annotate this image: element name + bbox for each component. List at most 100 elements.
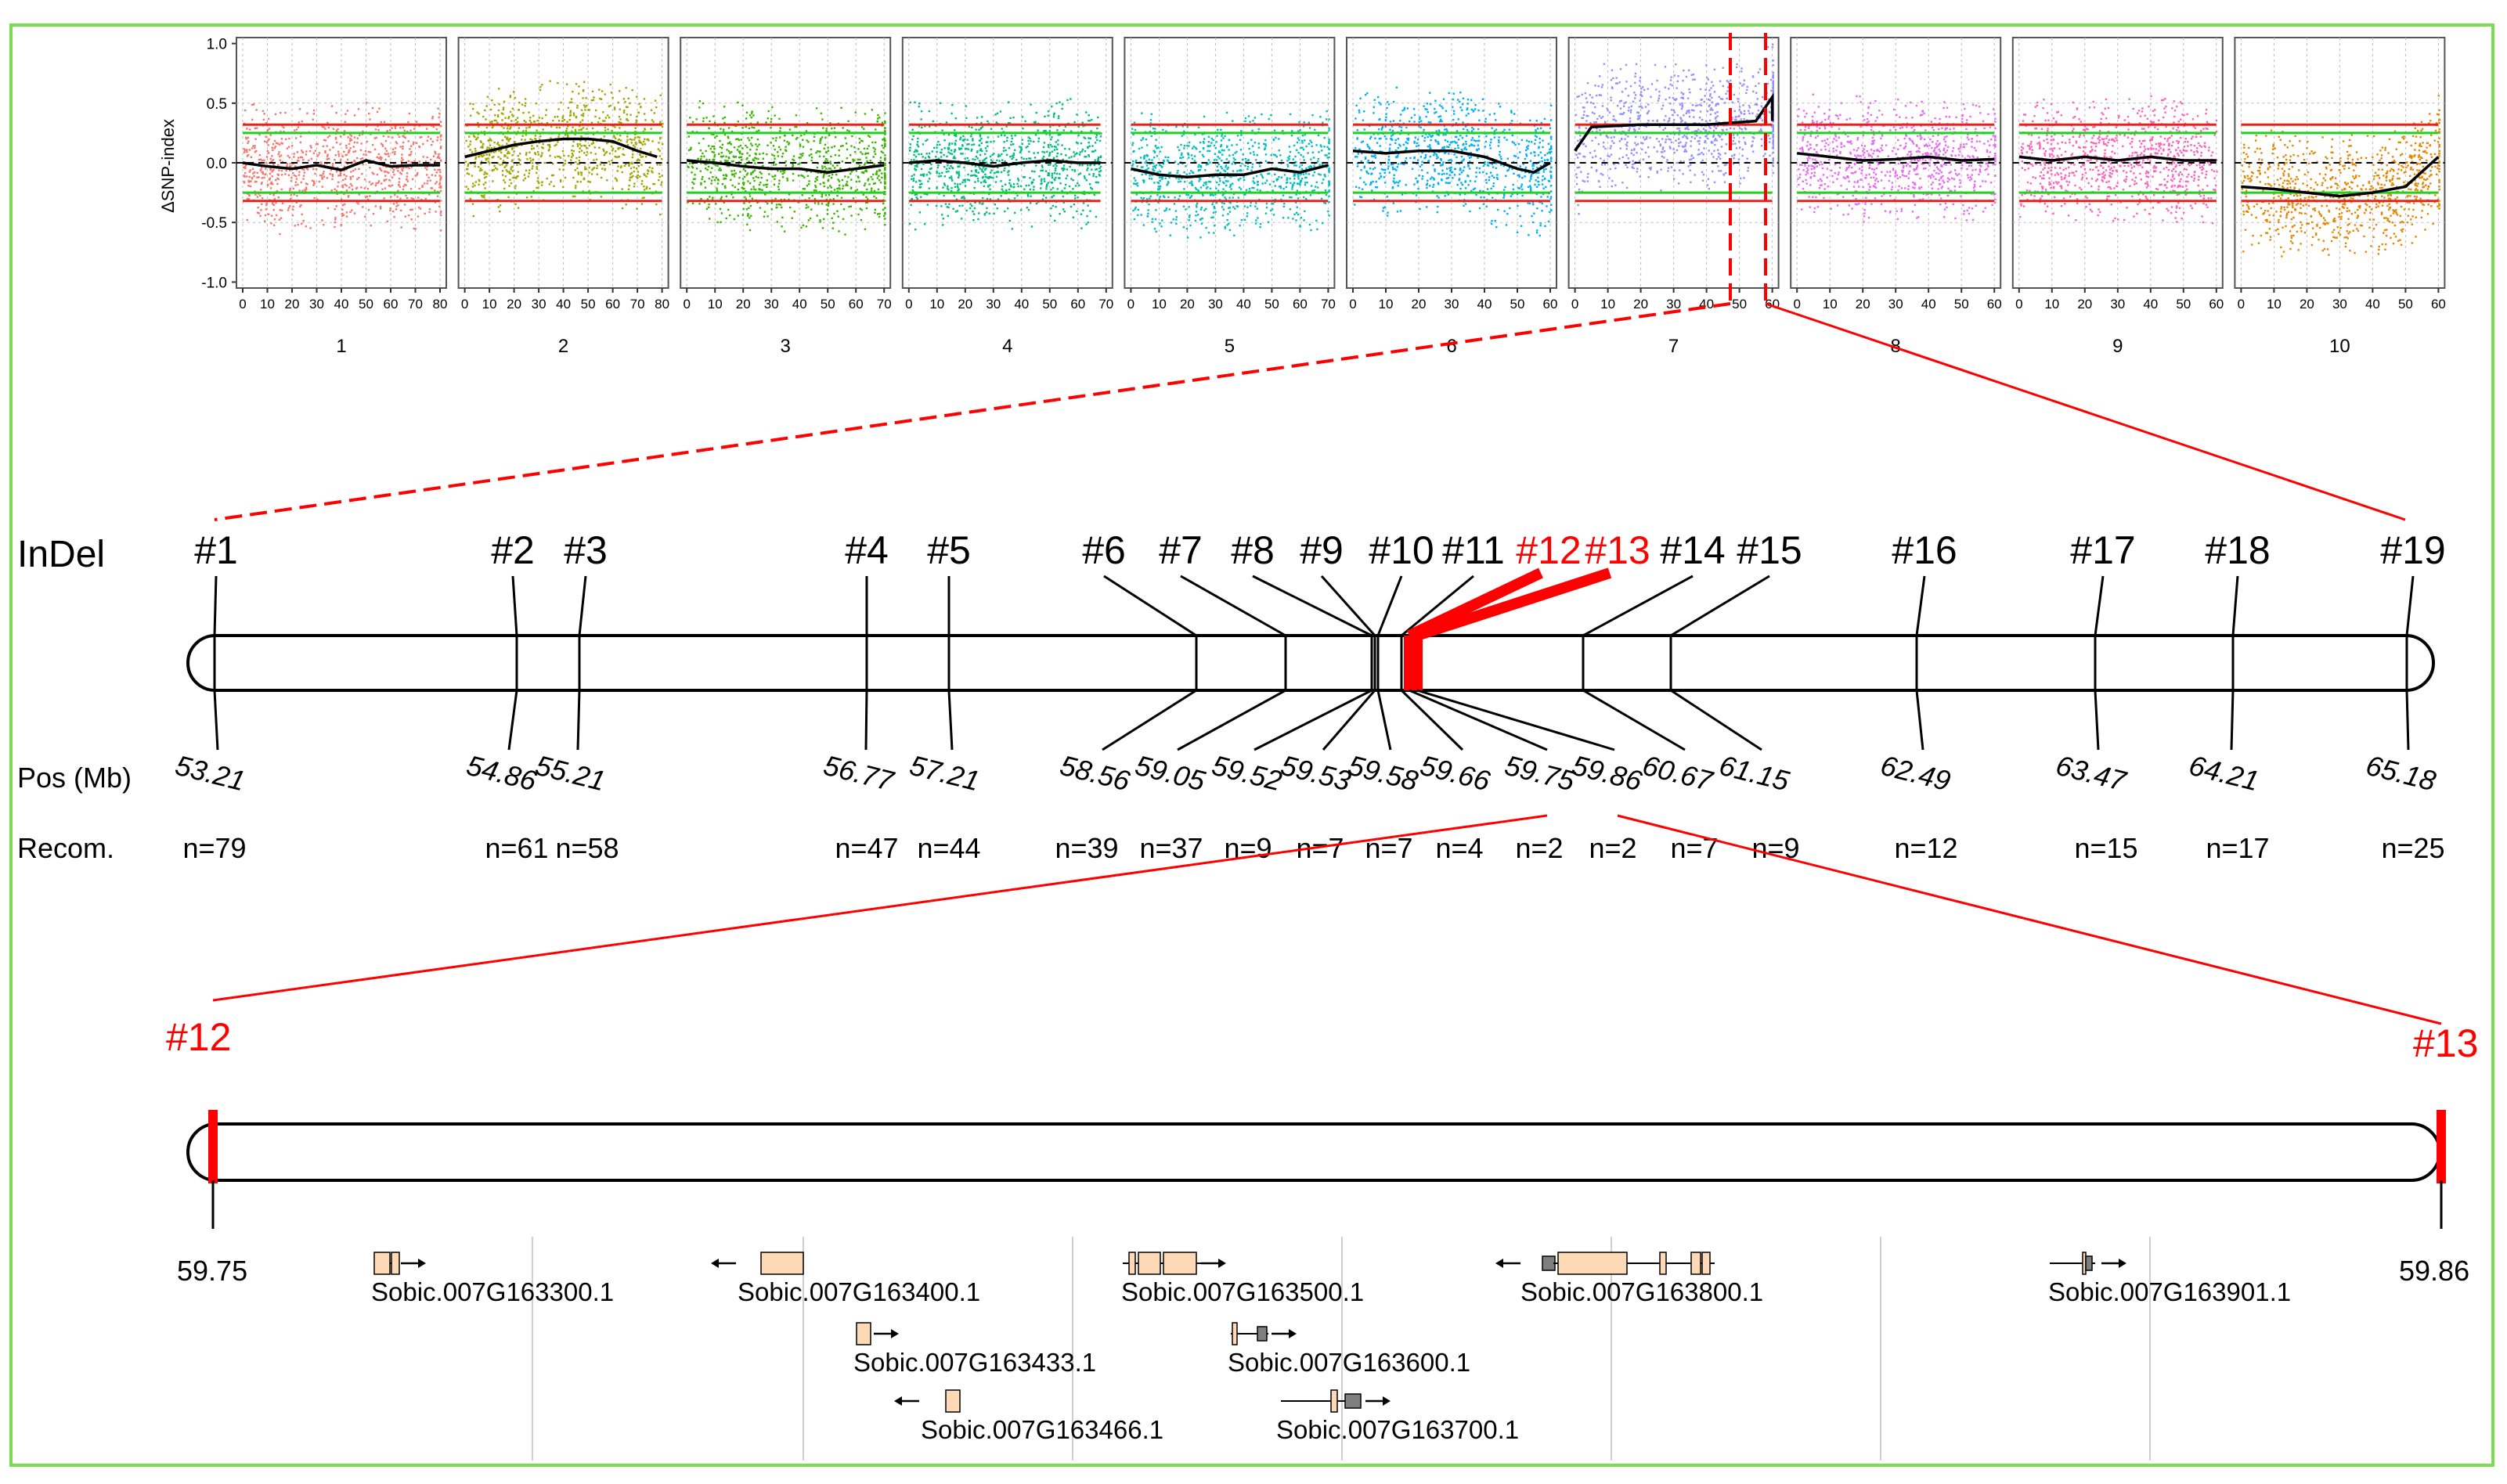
gene-model-1: Sobic.007G163300.1: [371, 1252, 614, 1306]
exon-box: [1128, 1252, 1136, 1275]
marker-connector-top: [2405, 575, 2415, 636]
x-tick-label: 70: [877, 297, 892, 312]
marker-recombinant-count: n=25: [2381, 832, 2444, 864]
marker-connector-bottom: [507, 690, 518, 751]
marker-connector-bottom: [2094, 690, 2100, 751]
y-tick-label: -1.0: [201, 275, 227, 291]
marker-recombinant-count: n=17: [2206, 832, 2269, 864]
chromosome-label: 5: [1225, 336, 1235, 357]
strand-arrowhead: [891, 1329, 899, 1338]
exon-box: [1690, 1252, 1701, 1275]
delta-snp-trend-line: [1797, 152, 1995, 162]
x-tick-label: 30: [309, 297, 324, 312]
marker-connector-bottom: [1409, 689, 1548, 751]
delta-snp-trend-line: [2241, 156, 2440, 198]
x-tick-label: 60: [2209, 297, 2224, 312]
chromosome-label: 3: [781, 336, 791, 357]
gene-id-label: Sobic.007G163600.1: [1228, 1348, 1470, 1377]
marker-connector-bottom: [864, 690, 868, 751]
strand-arrowhead: [1218, 1259, 1226, 1268]
chromosome-label: 1: [336, 336, 346, 357]
marker-connector-bottom: [1915, 690, 1924, 751]
delta-snp-trend-line: [1131, 164, 1329, 179]
marker-name: #1: [194, 528, 238, 572]
x-tick-label: 30: [1666, 297, 1681, 312]
marker-connector-top: [1180, 575, 1286, 637]
x-tick-label: 10: [260, 297, 275, 312]
utr-box: [1257, 1326, 1268, 1342]
snp-y-axis: 1.00.50.0-0.5-1.0: [201, 37, 236, 291]
x-tick-label: 50: [2176, 297, 2191, 312]
x-tick-label: 50: [2398, 297, 2413, 312]
utr-box: [1542, 1255, 1556, 1271]
x-tick-label: 40: [2143, 297, 2158, 312]
x-tick-label: 50: [1264, 297, 1279, 312]
x-tick-label: 0: [1793, 297, 1800, 312]
marker-connector-top: [1103, 575, 1197, 637]
exon-box: [1659, 1252, 1667, 1275]
indel-row-label: InDel: [17, 534, 105, 575]
snp-points: [1797, 93, 1997, 223]
x-tick-label: 40: [2365, 297, 2380, 312]
marker-connector-top: [511, 575, 518, 636]
x-tick-label: 0: [1127, 297, 1134, 312]
x-tick-label: 0: [2238, 297, 2245, 312]
x-tick-label: 40: [1477, 297, 1492, 312]
chromosome-label: 6: [1446, 336, 1456, 357]
zoom-connector-2: [212, 814, 2442, 1025]
marker-connector-top: [1320, 575, 1376, 637]
x-tick-label: 60: [849, 297, 864, 312]
exon-box: [1232, 1322, 1238, 1345]
marker-recombinant-count: n=15: [2074, 832, 2137, 864]
gene-id-label: Sobic.007G163400.1: [738, 1277, 980, 1306]
x-tick-label: 50: [359, 297, 373, 312]
marker-name: #18: [2205, 528, 2270, 572]
x-tick-label: 20: [1633, 297, 1648, 312]
x-tick-label: 30: [2332, 297, 2347, 312]
y-tick-label: -0.5: [201, 215, 227, 232]
marker-recombinant-count: n=47: [835, 832, 898, 864]
zoom-connector-1: [214, 33, 2406, 521]
x-tick-label: 10: [2044, 297, 2059, 312]
y-tick-label: 0.5: [207, 96, 227, 113]
right-boundary-position: 59.86: [2399, 1255, 2469, 1287]
strand-arrowhead: [1289, 1329, 1297, 1338]
exon-box: [1701, 1252, 1711, 1275]
x-tick-label: 80: [433, 297, 448, 312]
marker-name: #2: [491, 528, 535, 572]
x-tick-label: 0: [1349, 297, 1356, 312]
marker-connector-top: [2094, 575, 2105, 636]
delta-snp-trend-line: [1352, 149, 1551, 175]
x-tick-label: 20: [736, 297, 751, 312]
x-tick-label: 60: [1293, 297, 1308, 312]
marker-connector-bottom: [1400, 689, 1464, 751]
x-tick-label: 20: [1412, 297, 1427, 312]
x-tick-label: 40: [792, 297, 807, 312]
marker-connector-top: [213, 575, 218, 636]
utr-box: [1344, 1393, 1362, 1409]
marker-connector-top: [1376, 575, 1403, 636]
x-tick-label: 50: [581, 297, 596, 312]
marker-connector-bottom: [1670, 689, 1762, 751]
x-tick-label: 60: [1543, 297, 1558, 312]
gene-id-label: Sobic.007G163800.1: [1520, 1277, 1763, 1306]
gene-id-label: Sobic.007G163300.1: [371, 1277, 614, 1306]
chromosome-label: 10: [2329, 336, 2350, 357]
x-tick-label: 10: [708, 297, 723, 312]
x-tick-label: 10: [1600, 297, 1615, 312]
strand-arrowhead: [2119, 1259, 2126, 1268]
delta-snp-trend-line: [242, 159, 440, 171]
x-tick-label: 70: [1321, 297, 1336, 312]
x-tick-label: 20: [285, 297, 300, 312]
x-tick-label: 50: [1042, 297, 1057, 312]
